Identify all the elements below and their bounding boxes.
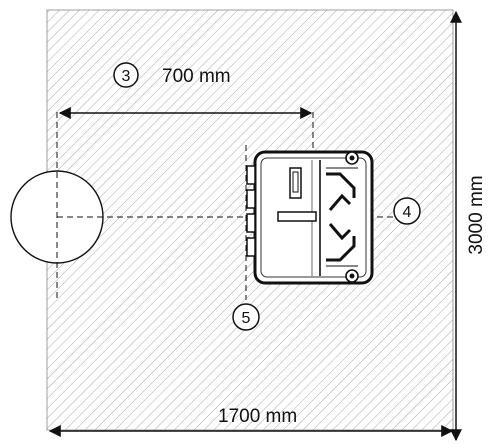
unit-top-view [246,150,374,285]
callout-4-circle [393,197,421,225]
callout-4-number: 4 [403,204,412,221]
callout-3-circle [113,62,139,88]
dimension-label-3000: 3000 mm [466,175,487,254]
callout-3-number: 3 [122,68,131,85]
callout-5-number: 5 [242,310,251,327]
dimension-label-700: 700 mm [162,66,231,87]
dimension-label-1700: 1700 mm [218,406,297,427]
callout-5-circle [232,303,260,331]
